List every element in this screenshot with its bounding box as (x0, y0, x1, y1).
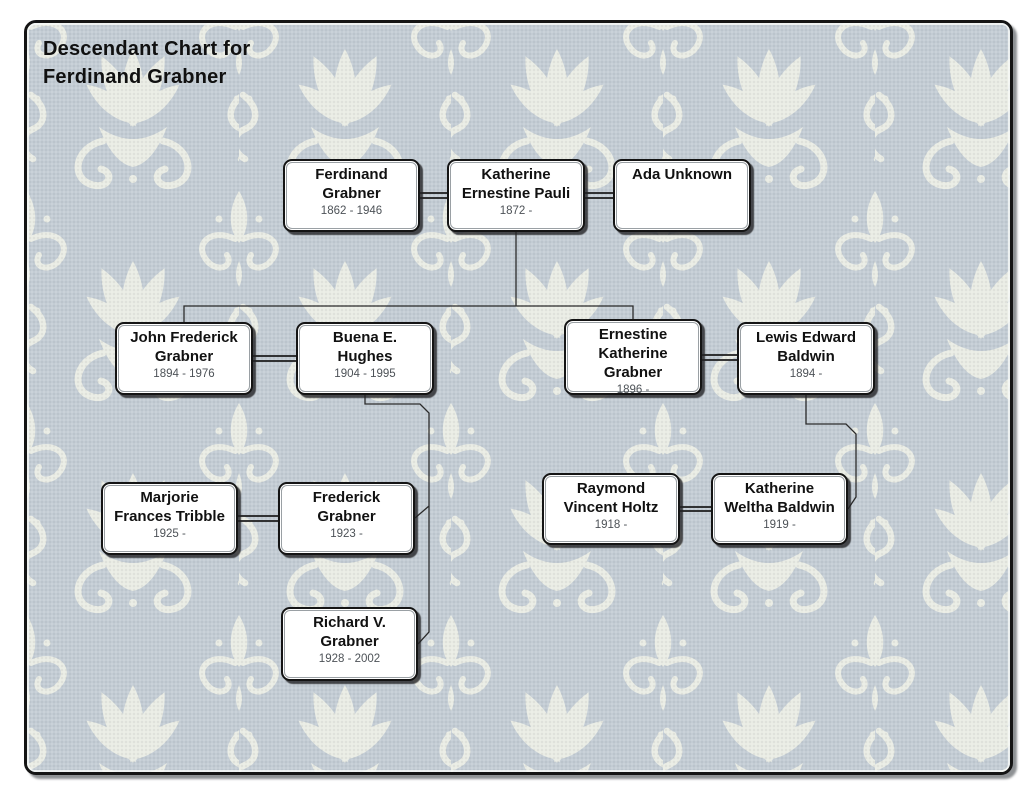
person-dates: 1925 - (153, 528, 186, 540)
person-name: Katherine Weltha Baldwin (724, 480, 835, 516)
person-name: John Frederick Grabner (130, 329, 238, 365)
person-box-lewis-edward-baldwin[interactable]: Lewis Edward Baldwin 1894 - (737, 322, 875, 395)
person-box-john-frederick-grabner[interactable]: John Frederick Grabner 1894 - 1976 (115, 322, 253, 395)
person-box-raymond-vincent-holtz[interactable]: Raymond Vincent Holtz 1918 - (542, 473, 680, 545)
person-dates: 1923 - (330, 528, 363, 540)
person-dates: 1896 - (616, 384, 650, 396)
damask-wallpaper-background (27, 23, 1010, 772)
person-dates: 1919 - (763, 519, 796, 531)
person-name: Marjorie Frances Tribble (114, 489, 225, 525)
person-dates: 1918 - (594, 519, 628, 531)
person-box-richard-v-grabner[interactable]: Richard V. Grabner 1928 - 2002 (281, 607, 418, 681)
person-dates: 1904 - 1995 (334, 368, 396, 380)
person-name: Ernestine Katherine Grabner (598, 326, 668, 381)
person-box-katherine-ernestine-pauli[interactable]: Katherine Ernestine Pauli 1872 - (447, 159, 585, 232)
person-name: Ferdinand Grabner (315, 166, 388, 202)
person-box-ada-unknown[interactable]: Ada Unknown (613, 159, 751, 232)
chart-title-line2: Ferdinand Grabner (43, 66, 227, 88)
person-box-ferdinand-grabner[interactable]: Ferdinand Grabner 1862 - 1946 (283, 159, 420, 232)
person-name: Raymond Vincent Holtz (563, 480, 659, 516)
person-box-buena-e-hughes[interactable]: Buena E. Hughes 1904 - 1995 (296, 322, 434, 395)
person-name: Frederick Grabner (312, 489, 381, 525)
person-box-frederick-grabner[interactable]: Frederick Grabner 1923 - (278, 482, 415, 555)
person-dates: 1872 - (499, 205, 533, 217)
person-dates: 1894 - 1976 (153, 368, 215, 380)
person-name: Richard V. Grabner (313, 614, 386, 650)
person-name: Buena E. Hughes (332, 329, 398, 365)
person-box-katherine-weltha-baldwin[interactable]: Katherine Weltha Baldwin 1919 - (711, 473, 848, 545)
person-name: Katherine Ernestine Pauli (461, 166, 571, 202)
person-box-marjorie-frances-tribble[interactable]: Marjorie Frances Tribble 1925 - (101, 482, 238, 555)
person-name: Ada Unknown (632, 166, 732, 183)
person-dates: 1928 - 2002 (318, 653, 381, 665)
person-box-ernestine-katherine-grabner[interactable]: Ernestine Katherine Grabner 1896 - (564, 319, 702, 396)
chart-title: Descendant Chart for Ferdinand Grabner (43, 35, 250, 91)
person-dates: 1894 - (789, 368, 823, 380)
chart-title-line1: Descendant Chart for (43, 38, 251, 60)
person-name: Lewis Edward Baldwin (755, 329, 857, 365)
chart-frame: Descendant Chart for Ferdinand Grabner (24, 20, 1013, 775)
person-dates: 1862 - 1946 (320, 205, 383, 217)
